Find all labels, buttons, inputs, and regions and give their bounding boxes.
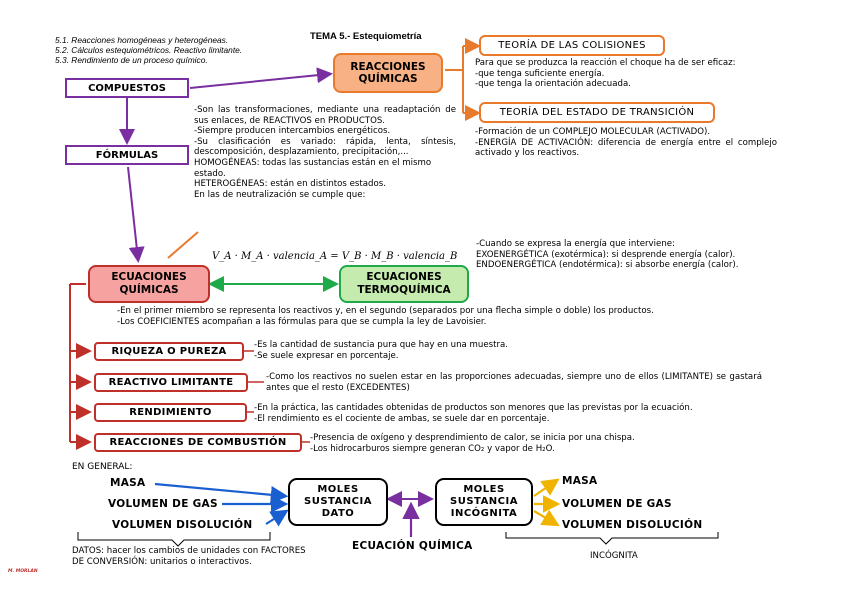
node-moles-incognita: MOLES SUSTANCIA INCÓGNITA — [435, 478, 533, 526]
dato-volumen-gas: VOLUMEN DE GAS — [108, 498, 218, 510]
neutralization-formula: V_A · M_A · valencia_A = V_B · M_B · val… — [212, 251, 458, 262]
arrow-incognita-disolucion — [533, 509, 560, 527]
page-title: TEMA 5.- Estequiometría — [310, 31, 422, 42]
node-moles-dato: MOLES SUSTANCIA DATO — [288, 478, 388, 526]
signature: M. MORLAN — [8, 569, 38, 574]
note-combustion: -Presencia de oxígeno y desprendimiento … — [310, 433, 635, 454]
brace-incognita — [505, 532, 719, 545]
note-termoquimica: -Cuando se expresa la energía que interv… — [476, 239, 739, 271]
note-colisiones: Para que se produzca la reacción el choq… — [475, 58, 736, 90]
note-ecuaciones: -En el primer miembro se representa los … — [117, 306, 654, 327]
arrow-formulas-ecuaciones — [127, 166, 145, 263]
line-reacciones-ecuaciones — [167, 231, 199, 259]
node-reacciones-quimicas: REACCIONES QUÍMICAS — [333, 53, 443, 93]
node-combustion: REACCIONES DE COMBUSTIÓN — [94, 433, 302, 452]
arrow-disolucion-dato — [265, 509, 289, 527]
incognita-volumen-gas: VOLUMEN DE GAS — [562, 498, 672, 510]
node-rendimiento: RENDIMIENTO — [94, 403, 247, 422]
label-ecuacion-quimica: ECUACIÓN QUÍMICA — [352, 540, 473, 552]
general-heading: EN GENERAL: — [72, 462, 133, 472]
incognita-masa: MASA — [562, 475, 598, 487]
brace-datos — [77, 532, 271, 547]
node-formulas: FÓRMULAS — [65, 145, 189, 165]
node-ecuaciones-termoquimica: ECUACIONES TERMOQUÍMICA — [339, 265, 469, 303]
note-transicion: -Formación de un COMPLEJO MOLECULAR (ACT… — [475, 127, 777, 159]
node-teoria-colisiones: TEORÍA DE LAS COLISIONES — [479, 35, 665, 56]
incognita-volumen-disolucion: VOLUMEN DISOLUCIÓN — [562, 519, 703, 531]
label-incognita: INCÓGNITA — [590, 551, 638, 561]
node-compuestos: COMPUESTOS — [65, 78, 189, 98]
node-reactivo-limitante: REACTIVO LIMITANTE — [94, 373, 248, 392]
contents-1: 5.1. Reacciones homogéneas y heterogénea… — [55, 35, 229, 45]
dato-masa: MASA — [110, 477, 146, 489]
contents-2: 5.2. Cálculos estequiométricos. Reactivo… — [55, 45, 243, 55]
node-riqueza: RIQUEZA O PUREZA — [94, 342, 244, 361]
arrow-masa-dato — [154, 482, 289, 504]
note-limitante: -Como los reactivos no suelen estar en l… — [266, 372, 762, 393]
node-ecuaciones-quimicas: ECUACIONES QUÍMICAS — [88, 265, 210, 303]
note-datos: DATOS: hacer los cambios de unidades con… — [72, 546, 306, 567]
dato-volumen-disolucion: VOLUMEN DISOLUCIÓN — [112, 519, 253, 531]
node-teoria-transicion: TEORÍA DEL ESTADO DE TRANSICIÓN — [479, 102, 715, 123]
note-rendimiento: -En la práctica, las cantidades obtenida… — [254, 403, 693, 424]
note-reacciones: -Son las transformaciones, mediante una … — [194, 105, 456, 200]
contents-3: 5.3. Rendimiento de un proceso químico. — [55, 55, 208, 65]
arrow-incognita-masa — [533, 478, 560, 497]
note-riqueza: -Es la cantidad de sustancia pura que ha… — [254, 340, 509, 361]
arrow-compuestos-reacciones — [189, 67, 333, 89]
